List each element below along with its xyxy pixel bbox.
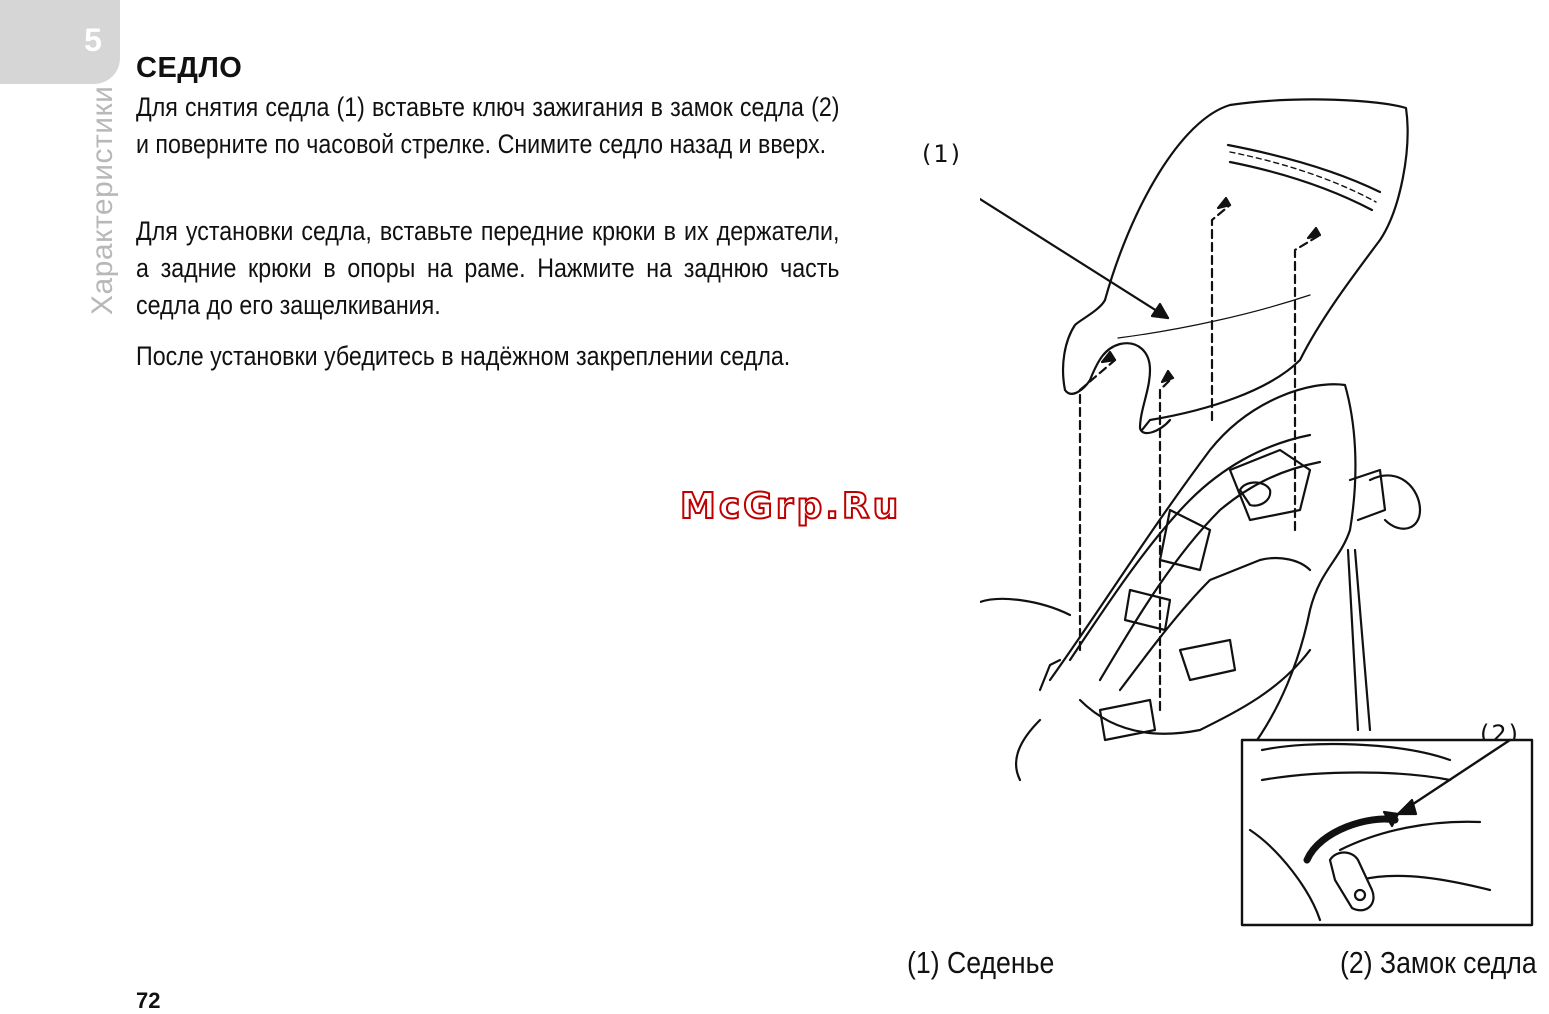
chapter-number: 5 [84,22,102,58]
chapter-side-label: Характеристики [86,85,119,315]
leader-arrowhead-seat [1150,302,1170,320]
watermark: McGrp.Ru [679,485,902,528]
leader-line-seat [980,197,1170,320]
rotation-arrow [1303,815,1399,864]
paragraph-check: После установки убедитесь в надёжном зак… [136,341,791,371]
callout-seat: (1) [922,140,962,168]
paragraph-removal: Для снятия седла (1) вставьте ключ зажиг… [136,92,840,159]
seat-outline [1061,98,1409,435]
seat-removal-illustration [980,98,1534,927]
lock-leader-lines [1346,548,1372,732]
callout-arrow-lock [1396,738,1512,816]
key-icon [1328,851,1375,912]
caption-seat: (1) Седенье [907,945,1055,980]
hook-guide-arrows [1078,203,1322,712]
seat-lock-inset [1240,738,1534,927]
caption-seat-lock: (2) Замок седла [1340,945,1537,980]
chapter-tab: 5 [0,0,120,84]
paragraph-installation: Для установки седла, вставьте передние к… [136,216,840,320]
section-title: СЕДЛО [136,52,243,84]
page-number: 72 [136,988,161,1013]
hook-guide-arrowheads [1100,196,1322,384]
motorcycle-rear-frame [980,383,1422,782]
